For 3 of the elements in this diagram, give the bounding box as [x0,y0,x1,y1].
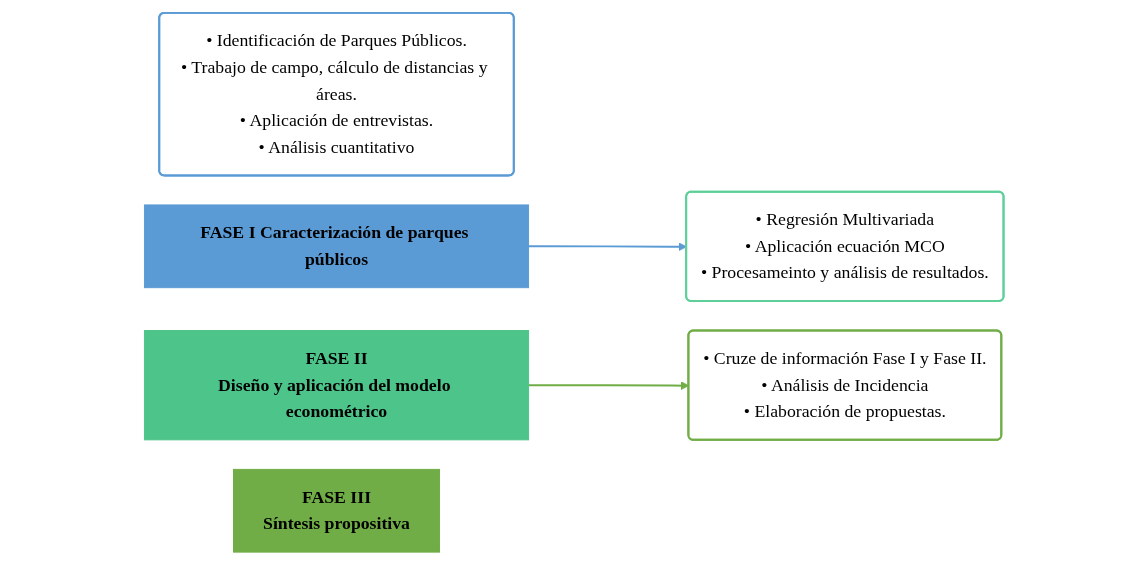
node-box: FASE I Caracterización de parques públicos [143,204,530,289]
node-box: FASE II Diseño y aplicación del modelo econométrico [143,330,530,441]
node-box: FASE III Síntesis propositiva [233,468,441,553]
